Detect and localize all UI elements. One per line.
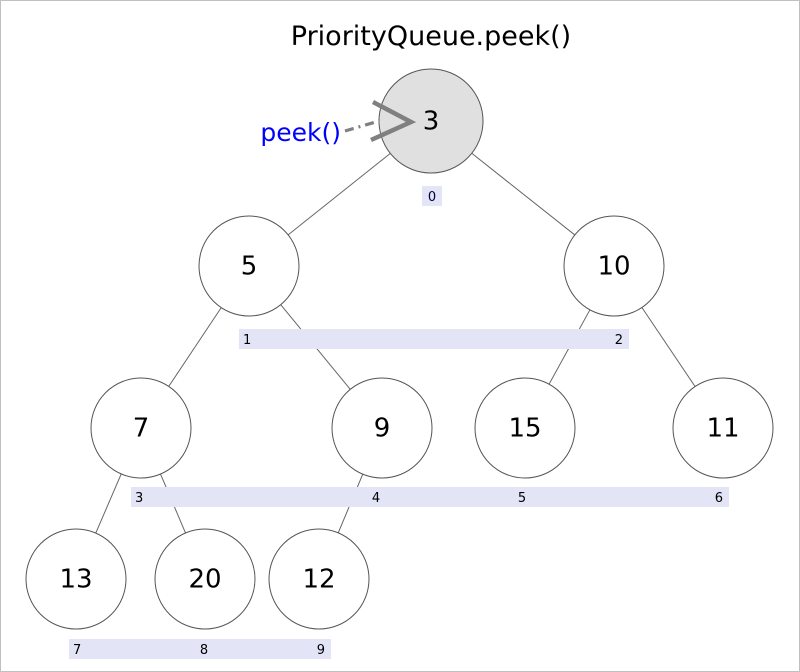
node-index-label-1: 1 xyxy=(243,333,251,348)
node-value-4: 9 xyxy=(374,414,391,444)
node-value-8: 20 xyxy=(188,565,221,595)
heap-node-5[interactable]: 15 xyxy=(474,377,576,479)
heap-node-2[interactable]: 10 xyxy=(563,215,665,317)
index-band-level-2 xyxy=(131,487,729,507)
peek-arrowhead-icon xyxy=(370,100,417,143)
node-value-7: 13 xyxy=(59,565,92,595)
node-value-9: 12 xyxy=(302,565,335,595)
heap-edge xyxy=(168,307,222,387)
node-index-label-7: 7 xyxy=(73,643,81,658)
node-value-1: 5 xyxy=(241,252,258,282)
peek-annotation-label: peek() xyxy=(260,118,341,147)
heap-edge xyxy=(641,307,696,387)
node-circle-5[interactable] xyxy=(474,377,576,479)
node-value-0: 3 xyxy=(423,107,440,137)
heap-edge xyxy=(471,152,576,236)
peek-annotation: peek() xyxy=(260,100,417,147)
node-circle-4[interactable] xyxy=(331,377,433,479)
node-index-label-2: 2 xyxy=(615,333,623,348)
node-index-label-8: 8 xyxy=(200,643,208,658)
node-circle-1[interactable] xyxy=(198,215,300,317)
node-circle-2[interactable] xyxy=(563,215,665,317)
heap-node-3[interactable]: 7 xyxy=(90,377,192,479)
node-index-label-4: 4 xyxy=(372,491,380,506)
node-index-label-6: 6 xyxy=(715,491,723,506)
index-band-level-1 xyxy=(239,329,629,349)
heap-node-1[interactable]: 5 xyxy=(198,215,300,317)
node-index-label-9: 9 xyxy=(317,643,325,658)
index-band-level-0 xyxy=(422,186,442,206)
node-circle-9[interactable] xyxy=(268,528,370,630)
heap-node-0[interactable]: 3 xyxy=(378,68,484,174)
node-value-6: 11 xyxy=(706,414,739,444)
heap-node-8[interactable]: 20 xyxy=(154,528,256,630)
node-circle-7[interactable] xyxy=(25,528,127,630)
heap-node-9[interactable]: 12 xyxy=(268,528,370,630)
page-title: PriorityQueue.peek() xyxy=(291,21,571,52)
heap-node-6[interactable]: 11 xyxy=(672,377,774,479)
heap-node-4[interactable]: 9 xyxy=(331,377,433,479)
node-index-label-5: 5 xyxy=(518,491,526,506)
node-circle-8[interactable] xyxy=(154,528,256,630)
node-index-label-3: 3 xyxy=(135,491,143,506)
heap-node-7[interactable]: 13 xyxy=(25,528,127,630)
peek-connector-line xyxy=(344,119,380,133)
heap-edge xyxy=(95,473,122,534)
node-circle-6[interactable] xyxy=(672,377,774,479)
node-circle-3[interactable] xyxy=(90,377,192,479)
node-index-label-0: 0 xyxy=(428,190,436,205)
index-band-level-3 xyxy=(69,639,331,659)
node-value-5: 15 xyxy=(508,414,541,444)
heap-edge xyxy=(287,153,391,236)
node-value-2: 10 xyxy=(597,252,630,282)
node-value-3: 7 xyxy=(133,414,150,444)
